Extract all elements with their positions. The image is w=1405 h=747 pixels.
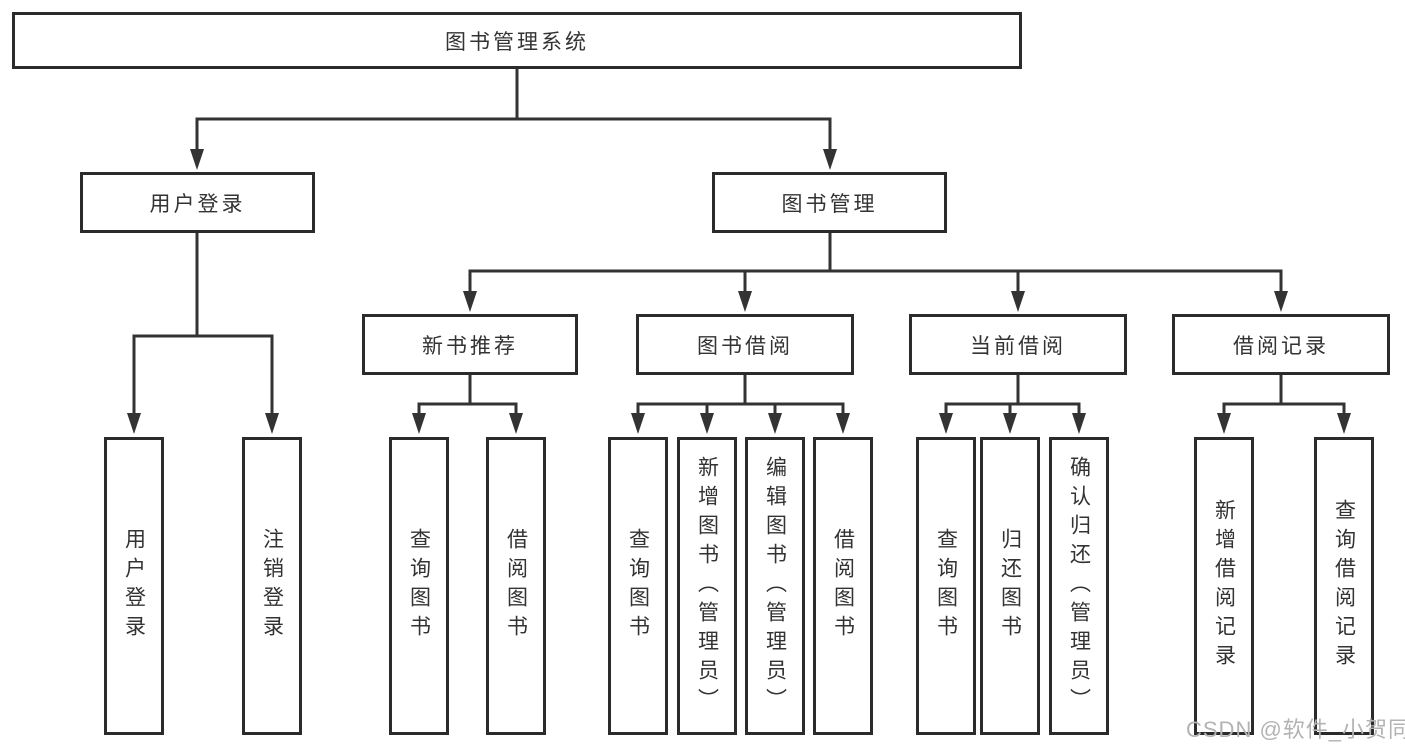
node-label: 借阅图书 — [831, 528, 855, 644]
node-leaf-add-borrow-record: 新增借阅记录 — [1194, 437, 1254, 735]
node-label: 归还图书 — [998, 528, 1022, 644]
node-label: 编辑图书（管理员） — [763, 455, 787, 717]
node-label: 确认归还（管理员） — [1067, 455, 1091, 717]
node-book-management-branch: 图书管理 — [712, 172, 947, 233]
node-label: 图书借阅 — [697, 334, 793, 358]
node-leaf-edit-books-admin: 编辑图书（管理员） — [745, 437, 805, 735]
node-root-system: 图书管理系统 — [12, 12, 1022, 69]
node-label: 查询图书 — [626, 528, 650, 644]
node-leaf-user-login: 用户登录 — [104, 437, 164, 735]
node-label: 查询借阅记录 — [1332, 499, 1356, 673]
node-label: 新书推荐 — [422, 334, 518, 358]
node-label: 新增借阅记录 — [1212, 499, 1236, 673]
node-current-borrowing: 当前借阅 — [909, 314, 1127, 375]
node-leaf-logout: 注销登录 — [242, 437, 302, 735]
node-user-login-branch: 用户登录 — [80, 172, 315, 233]
csdn-watermark: CSDN @软件_小贺同学 — [1186, 717, 1405, 742]
node-label: 借阅记录 — [1233, 334, 1329, 358]
node-label: 查询图书 — [407, 528, 431, 644]
node-leaf-confirm-return-admin: 确认归还（管理员） — [1049, 437, 1109, 735]
node-label: 用户登录 — [122, 528, 146, 644]
node-label: 新增图书（管理员） — [695, 455, 719, 717]
node-leaf-borrow-books-recommend: 借阅图书 — [486, 437, 546, 735]
node-label: 当前借阅 — [970, 334, 1066, 358]
node-borrowing-records: 借阅记录 — [1172, 314, 1390, 375]
node-label: 图书管理 — [781, 192, 878, 216]
node-label: 用户登录 — [149, 192, 246, 216]
node-leaf-borrow-books: 借阅图书 — [813, 437, 873, 735]
node-label: 图书管理系统 — [445, 30, 589, 54]
node-label: 查询图书 — [934, 528, 958, 644]
node-label: 注销登录 — [260, 528, 284, 644]
arrow-heads — [127, 149, 1351, 434]
node-label: 借阅图书 — [504, 528, 528, 644]
node-book-borrowing: 图书借阅 — [636, 314, 854, 375]
node-leaf-query-books-recommend: 查询图书 — [389, 437, 449, 735]
node-leaf-query-books-borrow: 查询图书 — [608, 437, 668, 735]
node-leaf-add-books-admin: 新增图书（管理员） — [677, 437, 737, 735]
node-leaf-return-books: 归还图书 — [980, 437, 1040, 735]
tree-edges — [132, 64, 1346, 417]
node-leaf-query-borrow-record: 查询借阅记录 — [1314, 437, 1374, 735]
node-leaf-query-books-current: 查询图书 — [916, 437, 976, 735]
node-new-book-recommendation: 新书推荐 — [362, 314, 578, 375]
